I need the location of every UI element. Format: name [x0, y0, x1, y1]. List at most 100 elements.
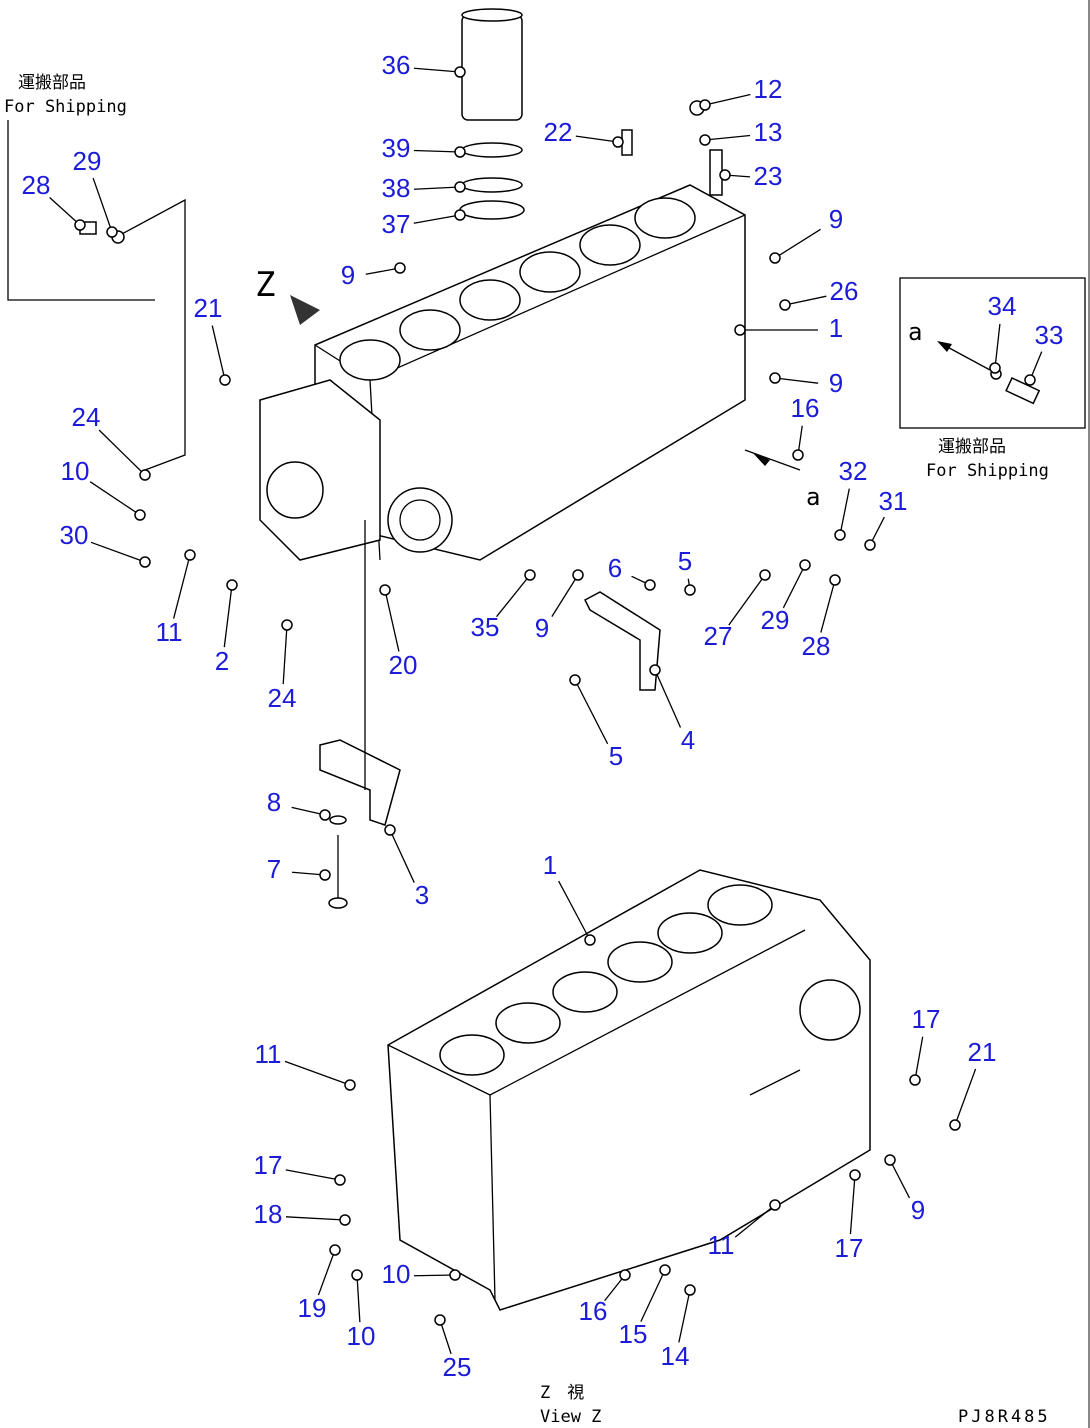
leader-line [849, 1174, 856, 1235]
cylinder-bore [579, 224, 641, 266]
callout-number[interactable]: 10 [347, 1321, 376, 1351]
callout-number[interactable]: 17 [254, 1150, 283, 1180]
part [1024, 374, 1036, 386]
callout-number[interactable]: 19 [298, 1293, 327, 1323]
part [134, 509, 146, 521]
callout-number[interactable]: 28 [802, 631, 831, 661]
callout-number[interactable]: 3 [415, 880, 429, 910]
shipping-jp-label: 運搬部品 [18, 73, 86, 93]
view-en-label: View Z [540, 1407, 601, 1427]
callout-number[interactable]: 17 [912, 1004, 941, 1034]
callout-number[interactable]: 25 [443, 1352, 472, 1382]
part [734, 324, 746, 336]
cylinder-bore [707, 884, 773, 926]
shipping-box-right: 運搬部品 For Shipping a [899, 277, 1086, 481]
callout-number[interactable]: 33 [1035, 320, 1064, 350]
callout-number[interactable]: 24 [268, 683, 297, 713]
part [569, 674, 581, 686]
leader-line [704, 134, 751, 141]
leader-line [90, 541, 146, 563]
part [612, 136, 624, 148]
callout-number[interactable]: 32 [839, 456, 868, 486]
callout-number[interactable]: 4 [681, 725, 695, 755]
callout-number[interactable]: 39 [382, 133, 411, 163]
leader-line [954, 1068, 977, 1126]
callout-number[interactable]: 23 [754, 161, 783, 191]
callout-number[interactable]: 7 [267, 854, 281, 884]
callout-number[interactable]: 30 [60, 520, 89, 550]
callout-number[interactable]: 35 [471, 612, 500, 642]
callout-number[interactable]: 20 [389, 650, 418, 680]
callout-number[interactable]: 9 [911, 1195, 925, 1225]
part [684, 584, 696, 596]
callout-number[interactable]: 11 [708, 1230, 735, 1260]
leader-line [558, 880, 591, 941]
callout-number[interactable]: 11 [156, 617, 183, 647]
callout-number[interactable]: 22 [544, 117, 573, 147]
callout-number[interactable]: 11 [255, 1039, 282, 1069]
part [319, 869, 331, 881]
callout-number[interactable]: 28 [22, 170, 51, 200]
callout-number[interactable]: 37 [382, 209, 411, 239]
callout-number[interactable]: 12 [754, 74, 783, 104]
callout-number[interactable]: 29 [761, 605, 790, 635]
leader-line [389, 829, 415, 883]
callout-number[interactable]: 29 [73, 146, 102, 176]
callout-number[interactable]: 2 [215, 646, 229, 676]
leader-line [285, 1216, 346, 1221]
shipping-en-label: For Shipping [926, 461, 1049, 481]
callout-number[interactable]: 36 [382, 50, 411, 80]
callout-number[interactable]: 15 [619, 1319, 648, 1349]
callout-number[interactable]: 26 [830, 276, 859, 306]
part [351, 1269, 363, 1281]
part [281, 619, 293, 631]
part [524, 569, 536, 581]
cylinder-bore [634, 197, 696, 239]
callout-number[interactable]: 10 [61, 456, 90, 486]
callout-number[interactable]: 24 [72, 402, 101, 432]
shipping-en-label: For Shipping [4, 97, 127, 117]
leader-line [413, 149, 461, 153]
leader-line [640, 1269, 666, 1322]
view-z-marker: Z [255, 265, 275, 305]
callout-number[interactable]: 16 [579, 1296, 608, 1326]
callout-number[interactable]: 14 [661, 1341, 690, 1371]
callout-number[interactable]: 18 [254, 1199, 283, 1229]
callout-number[interactable]: 5 [678, 546, 692, 576]
part [619, 1269, 631, 1281]
callout-number[interactable]: 38 [382, 173, 411, 203]
part [219, 374, 231, 386]
part [644, 579, 656, 591]
callout-number[interactable]: 21 [194, 293, 223, 323]
callout-number[interactable]: 6 [608, 553, 622, 583]
part [344, 1079, 356, 1091]
callout-number[interactable]: 9 [535, 613, 549, 643]
callout-number[interactable]: 34 [988, 291, 1017, 321]
leader-line [839, 488, 850, 536]
cylinder-block-upper: Z a [255, 184, 820, 561]
part [792, 449, 804, 461]
part [759, 569, 771, 581]
cylinder-liner [459, 8, 525, 220]
part [584, 934, 596, 946]
callout-number[interactable]: 13 [754, 117, 783, 147]
callout-number[interactable]: 5 [609, 741, 623, 771]
leader-line [728, 574, 766, 626]
callout-number[interactable]: 21 [968, 1037, 997, 1067]
callout-number[interactable]: 10 [382, 1259, 411, 1289]
callout-number[interactable]: 9 [341, 260, 355, 290]
callout-number[interactable]: 1 [829, 313, 843, 343]
cylinder-bore [339, 339, 401, 381]
callout-number[interactable]: 1 [543, 850, 557, 880]
leader-line [889, 1159, 911, 1199]
callout-number[interactable]: 17 [835, 1233, 864, 1263]
callout-number[interactable]: 9 [829, 204, 843, 234]
callout-number[interactable]: 27 [704, 621, 733, 651]
part [699, 134, 711, 146]
callout-number[interactable]: 31 [879, 486, 908, 516]
callout-number[interactable]: 8 [267, 787, 281, 817]
cylinder-bore [519, 251, 581, 293]
callout-number[interactable]: 16 [791, 393, 820, 423]
part [339, 1214, 351, 1226]
callout-number[interactable]: 9 [829, 368, 843, 398]
